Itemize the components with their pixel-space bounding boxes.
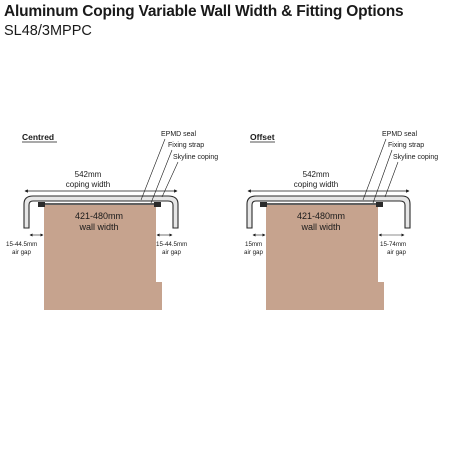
centred-coping-width-value: 542mm <box>75 170 102 179</box>
centred-seal-right <box>154 202 161 207</box>
offset-wall-width-value: 421-480mm <box>297 211 345 221</box>
centred-wall-width-value: 421-480mm <box>75 211 123 221</box>
offset-leader-strap <box>372 149 393 204</box>
offset-coping <box>246 195 411 229</box>
offset-diagram: Offset EPMD seal Fixing strap Skyline co… <box>244 131 438 310</box>
centred-left-gap-text: air gap <box>12 249 31 256</box>
offset-right-gap-value: 15-74mm <box>380 241 406 248</box>
product-code: SL48/3MPPC <box>4 23 92 39</box>
centred-label-coping: Skyline coping <box>173 154 218 161</box>
centred-heading: Centred <box>22 132 54 142</box>
offset-seal-right <box>376 202 383 207</box>
centred-diagram: Centred EPMD seal Fixing strap Skyline c… <box>6 131 218 310</box>
offset-left-gap-value: 15mm <box>245 241 262 248</box>
offset-leader-coping <box>384 161 399 198</box>
centred-right-gap-text: air gap <box>162 249 181 256</box>
offset-wall-width-text: wall width <box>300 222 340 232</box>
offset-heading: Offset <box>250 132 275 142</box>
centred-leader-strap <box>150 149 173 204</box>
offset-coping-width-value: 542mm <box>303 170 330 179</box>
centred-left-gap-value: 15-44.5mm <box>6 241 37 248</box>
centred-coping <box>23 195 179 229</box>
centred-wall <box>44 205 162 310</box>
offset-right-gap-text: air gap <box>387 249 406 256</box>
offset-left-gap-text: air gap <box>244 249 263 256</box>
centred-leader-coping <box>161 161 179 198</box>
centred-label-strap: Fixing strap <box>168 142 204 149</box>
centred-right-gap-value: 15-44.5mm <box>156 241 187 248</box>
page-title: Aluminum Coping Variable Wall Width & Fi… <box>4 3 404 20</box>
offset-label-strap: Fixing strap <box>388 142 424 149</box>
offset-wall <box>266 205 384 310</box>
centred-seal-left <box>38 202 45 207</box>
centred-coping-width-text: coping width <box>66 180 110 189</box>
offset-coping-width-text: coping width <box>294 180 338 189</box>
centred-wall-width-text: wall width <box>78 222 118 232</box>
centred-label-seal: EPMD seal <box>161 131 196 138</box>
offset-seal-left <box>260 202 267 207</box>
offset-label-seal: EPMD seal <box>382 131 417 138</box>
offset-label-coping: Skyline coping <box>393 154 438 161</box>
